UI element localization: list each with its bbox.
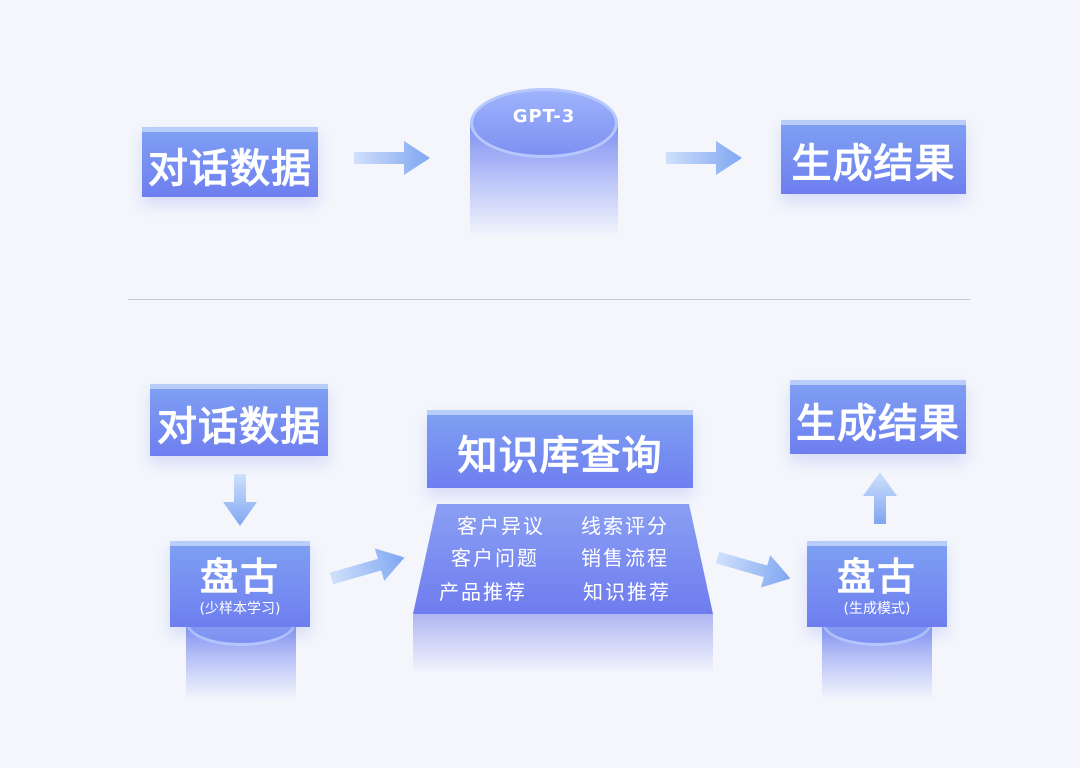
bottom-arrow-2-icon	[715, 551, 791, 588]
kb-item-lead-scoring: 线索评分	[581, 514, 669, 538]
arrow-down-icon	[223, 474, 257, 526]
top-output-box: 生成结果	[781, 120, 966, 194]
top-input-label: 对话数据	[148, 145, 312, 192]
kb-item-knowledge-recommend: 知识推荐	[583, 580, 671, 604]
top-arrow-2-icon	[666, 141, 742, 175]
pangu-left-title: 盘古	[199, 554, 280, 599]
pangu-right-subtitle: (生成模式)	[843, 600, 911, 617]
bottom-output-label: 生成结果	[796, 400, 960, 447]
knowledge-base-box: 知识库查询	[427, 410, 693, 488]
bottom-input-box: 对话数据	[150, 384, 328, 456]
kb-item-customer-question: 客户问题	[451, 546, 539, 570]
kb-item-sales-process: 销售流程	[581, 546, 669, 570]
top-arrow-1-icon	[354, 141, 430, 175]
kb-item-objection: 客户异议	[457, 514, 545, 538]
knowledge-items-panel: 客户异议 线索评分 客户问题 销售流程 产品推荐 知识推荐	[413, 504, 713, 674]
knowledge-base-title: 知识库查询	[457, 432, 663, 479]
top-output-label: 生成结果	[791, 140, 956, 187]
gpt3-cylinder: GPT-3	[470, 88, 618, 238]
top-input-box: 对话数据	[142, 127, 318, 197]
gpt3-label: GPT-3	[512, 106, 576, 127]
bottom-output-box: 生成结果	[790, 380, 966, 454]
pangu-right-title: 盘古	[836, 554, 917, 599]
section-divider	[128, 299, 970, 300]
kb-item-product-recommend: 产品推荐	[439, 580, 527, 604]
pangu-left-box: 盘古 (少样本学习)	[170, 541, 310, 627]
bottom-input-label: 对话数据	[157, 403, 321, 450]
arrow-up-icon	[863, 472, 897, 524]
pangu-right-box: 盘古 (生成模式)	[807, 541, 947, 627]
bottom-arrow-1-icon	[329, 548, 405, 585]
pangu-left-subtitle: (少样本学习)	[199, 600, 281, 617]
